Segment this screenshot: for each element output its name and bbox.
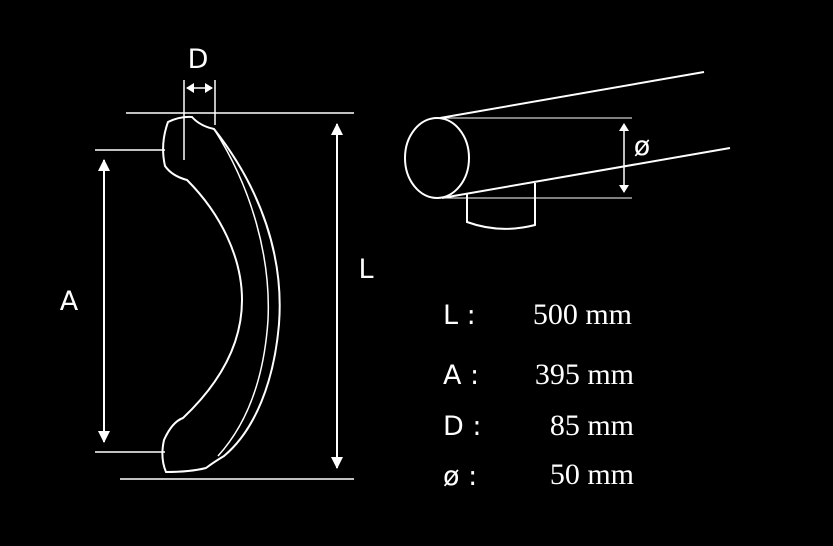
spec-value-l: 500 mm bbox=[532, 298, 632, 331]
spec-value-diameter: 50 mm bbox=[549, 458, 634, 491]
dimension-d: D bbox=[183, 44, 216, 160]
label-diameter: ø bbox=[634, 131, 651, 162]
dimension-diameter: ø bbox=[440, 117, 651, 199]
spec-key-d: D : bbox=[443, 411, 482, 442]
dimension-a: A bbox=[60, 149, 165, 453]
handle-side-profile bbox=[161, 115, 281, 474]
spec-key-l: L : bbox=[443, 300, 476, 331]
dimension-l: L bbox=[331, 123, 374, 469]
spec-key-diameter: ø : bbox=[443, 461, 478, 492]
spec-value-d: 85 mm bbox=[549, 409, 634, 442]
bar-end-view bbox=[404, 71, 731, 230]
label-a: A bbox=[60, 286, 79, 317]
label-d: D bbox=[188, 44, 209, 75]
spec-key-a: A : bbox=[443, 360, 480, 391]
label-l: L bbox=[358, 254, 373, 285]
spec-value-a: 395 mm bbox=[534, 358, 634, 391]
